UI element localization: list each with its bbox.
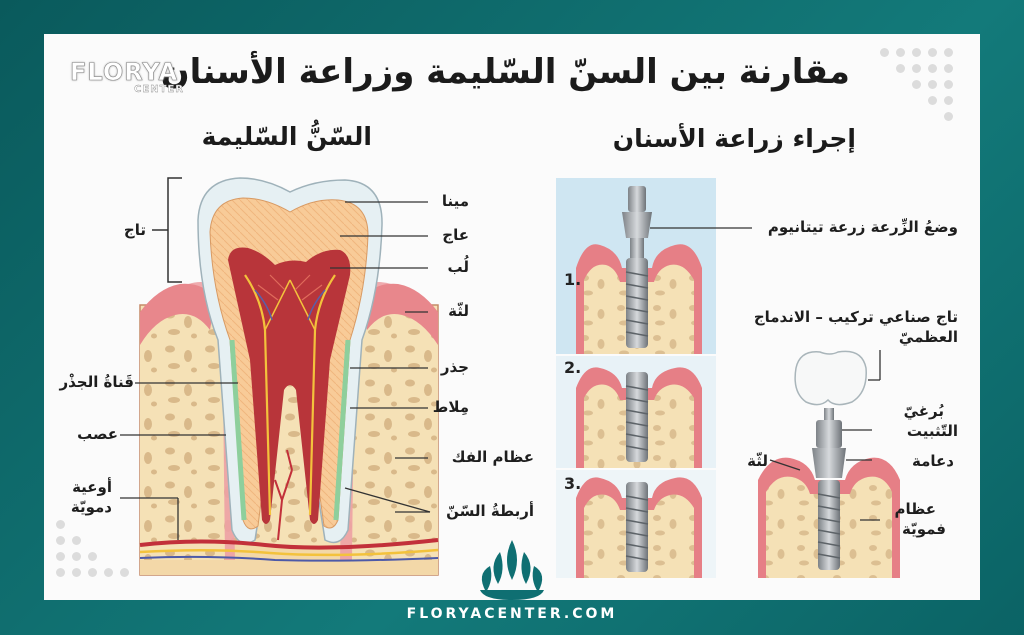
label-vessels-2: دمويّة [70,498,112,516]
label-titanium-implant: وضعُ الزِّرعة زرعة تيتانيوم [767,218,958,236]
label-artificial-crown-1: تاج صناعي تركيب – الاندماج [753,308,958,326]
label-screw-2: التّثبيت [906,422,958,440]
label-pulp: لُب [447,258,469,276]
label-gum: لثّة [448,302,469,320]
brand-logo: FLORYA CENTER [70,58,190,102]
label-nerve: عصب [77,425,118,443]
label-artificial-crown-2: العظميّ [898,328,958,346]
logo-name: FLORYA [70,58,179,87]
label-oral-bone-2: فمويّة [901,520,946,538]
label-vessels-1: أوعية [72,478,112,496]
label-root-canal: قَناةُ الجذْر [59,373,134,391]
footer-website: FLORYACENTER.COM [406,606,618,622]
label-screw-1: بُرغيّ [903,402,944,420]
label-cementum: مِلاط [432,398,469,416]
label-crown: تاج [123,221,146,239]
brand-emblem [480,540,544,600]
step-number-3: 3. [564,474,582,493]
implant-heading: إجراء زراعة الأسنان [612,124,856,153]
implant-screw-3 [625,482,649,572]
label-abutment: دعامة [912,452,954,470]
label-jaw-bone: عظام الفك [451,448,534,466]
page-title: مقارنة بين السنّ السّليمة وزراعة الأسنان [160,52,850,92]
label-enamel: مينا [441,192,469,210]
step-number-2: 2. [564,358,582,377]
label-implant-gum: لثّة [747,452,768,470]
logo-subtitle: CENTER [134,84,184,95]
label-oral-bone-1: عظام [894,500,936,518]
implant-screw-2 [625,372,649,462]
label-dentin: عاج [442,226,469,244]
label-ligaments: أربطةُ السّنّ [446,502,534,520]
step-number-1: 1. [564,270,582,289]
implant-screw-1 [622,186,652,348]
healthy-tooth-heading: السّنُّ السّليمة [201,122,372,151]
label-root: جذر [440,358,469,376]
